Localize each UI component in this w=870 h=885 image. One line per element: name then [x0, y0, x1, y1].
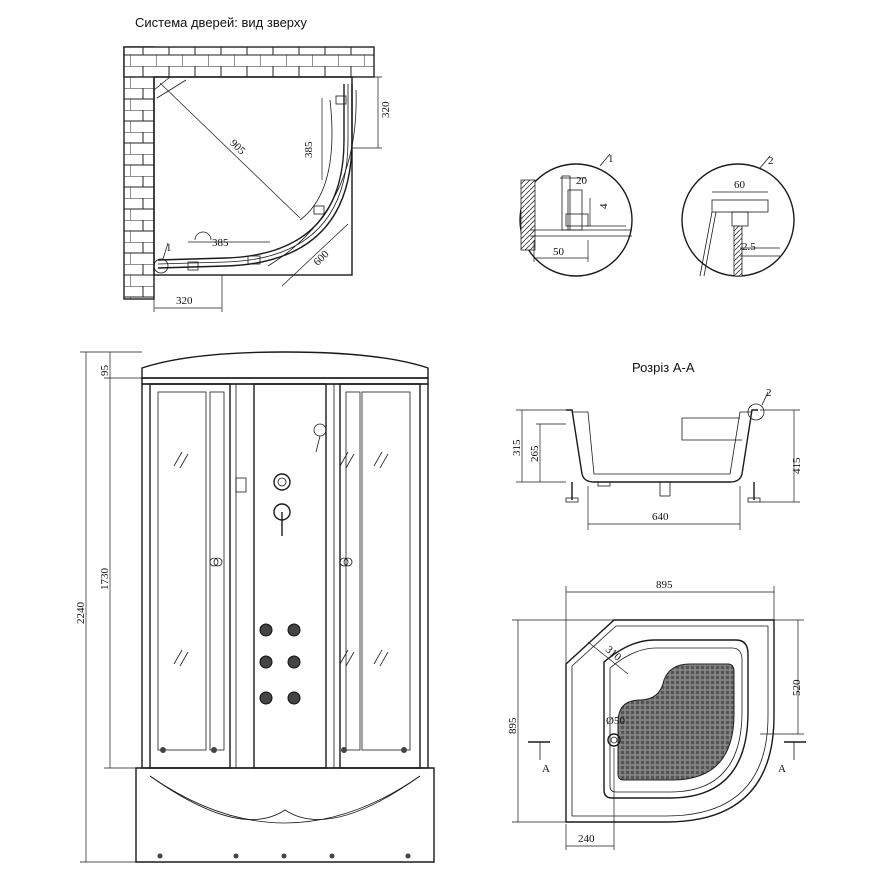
detail1-dim-20: 20 — [576, 175, 588, 187]
dim-385-horizontal: 385 — [212, 237, 229, 249]
detail-1: 20 4 50 1 — [519, 153, 633, 277]
callout-2-detail: 2 — [768, 155, 774, 167]
top-view: Система дверей: вид зверху 905 320 385 — [123, 15, 392, 312]
tray-dim-240: 240 — [578, 833, 595, 845]
dim-385-vertical: 385 — [303, 141, 315, 158]
detail2-dim-60: 60 — [734, 179, 746, 191]
brick-wall-top — [123, 46, 375, 78]
front-dim-1730: 1730 — [99, 568, 111, 591]
callout-2-section: 2 — [766, 387, 772, 399]
cut-a-right: А — [778, 763, 786, 775]
dim-320-right: 320 — [380, 101, 392, 118]
detail1-dim-50: 50 — [553, 246, 565, 258]
front-view: 95 1730 2240 — [75, 351, 435, 863]
tray-dim-50: Ø50 — [606, 715, 625, 727]
tray-dim-895-left: 895 — [507, 717, 519, 734]
section-aa: Розріз А-А 2 315 265 415 640 — [511, 360, 803, 530]
tray-dim-895-top: 895 — [656, 579, 673, 591]
tray-dim-520: 520 — [791, 679, 803, 696]
detail-2: 60 2.5 2 — [681, 155, 795, 277]
detail1-dim-4: 4 — [598, 203, 610, 209]
detail2-dim-2-5: 2.5 — [742, 241, 756, 253]
section-dim-315: 315 — [511, 439, 523, 456]
front-dim-2240: 2240 — [75, 602, 87, 625]
door-arc-inner — [157, 84, 345, 261]
section-dim-415: 415 — [791, 457, 803, 474]
callout-1-detail: 1 — [608, 153, 614, 165]
dim-600: 600 — [311, 248, 332, 269]
front-dim-95: 95 — [99, 365, 111, 377]
dim-320-bottom: 320 — [176, 295, 193, 307]
section-dim-640: 640 — [652, 511, 669, 523]
section-dim-265: 265 — [529, 445, 541, 462]
tray-plan: Ø50 895 895 520 310 240 А А — [507, 579, 806, 850]
section-title: Розріз А-А — [632, 360, 695, 375]
top-view-title: Система дверей: вид зверху — [135, 15, 307, 30]
dim-905: 905 — [227, 137, 248, 157]
door-arc-outer — [157, 84, 353, 269]
callout-1-top: 1 — [166, 242, 172, 254]
brick-wall-left — [123, 46, 155, 300]
cut-a-left: А — [542, 763, 550, 775]
